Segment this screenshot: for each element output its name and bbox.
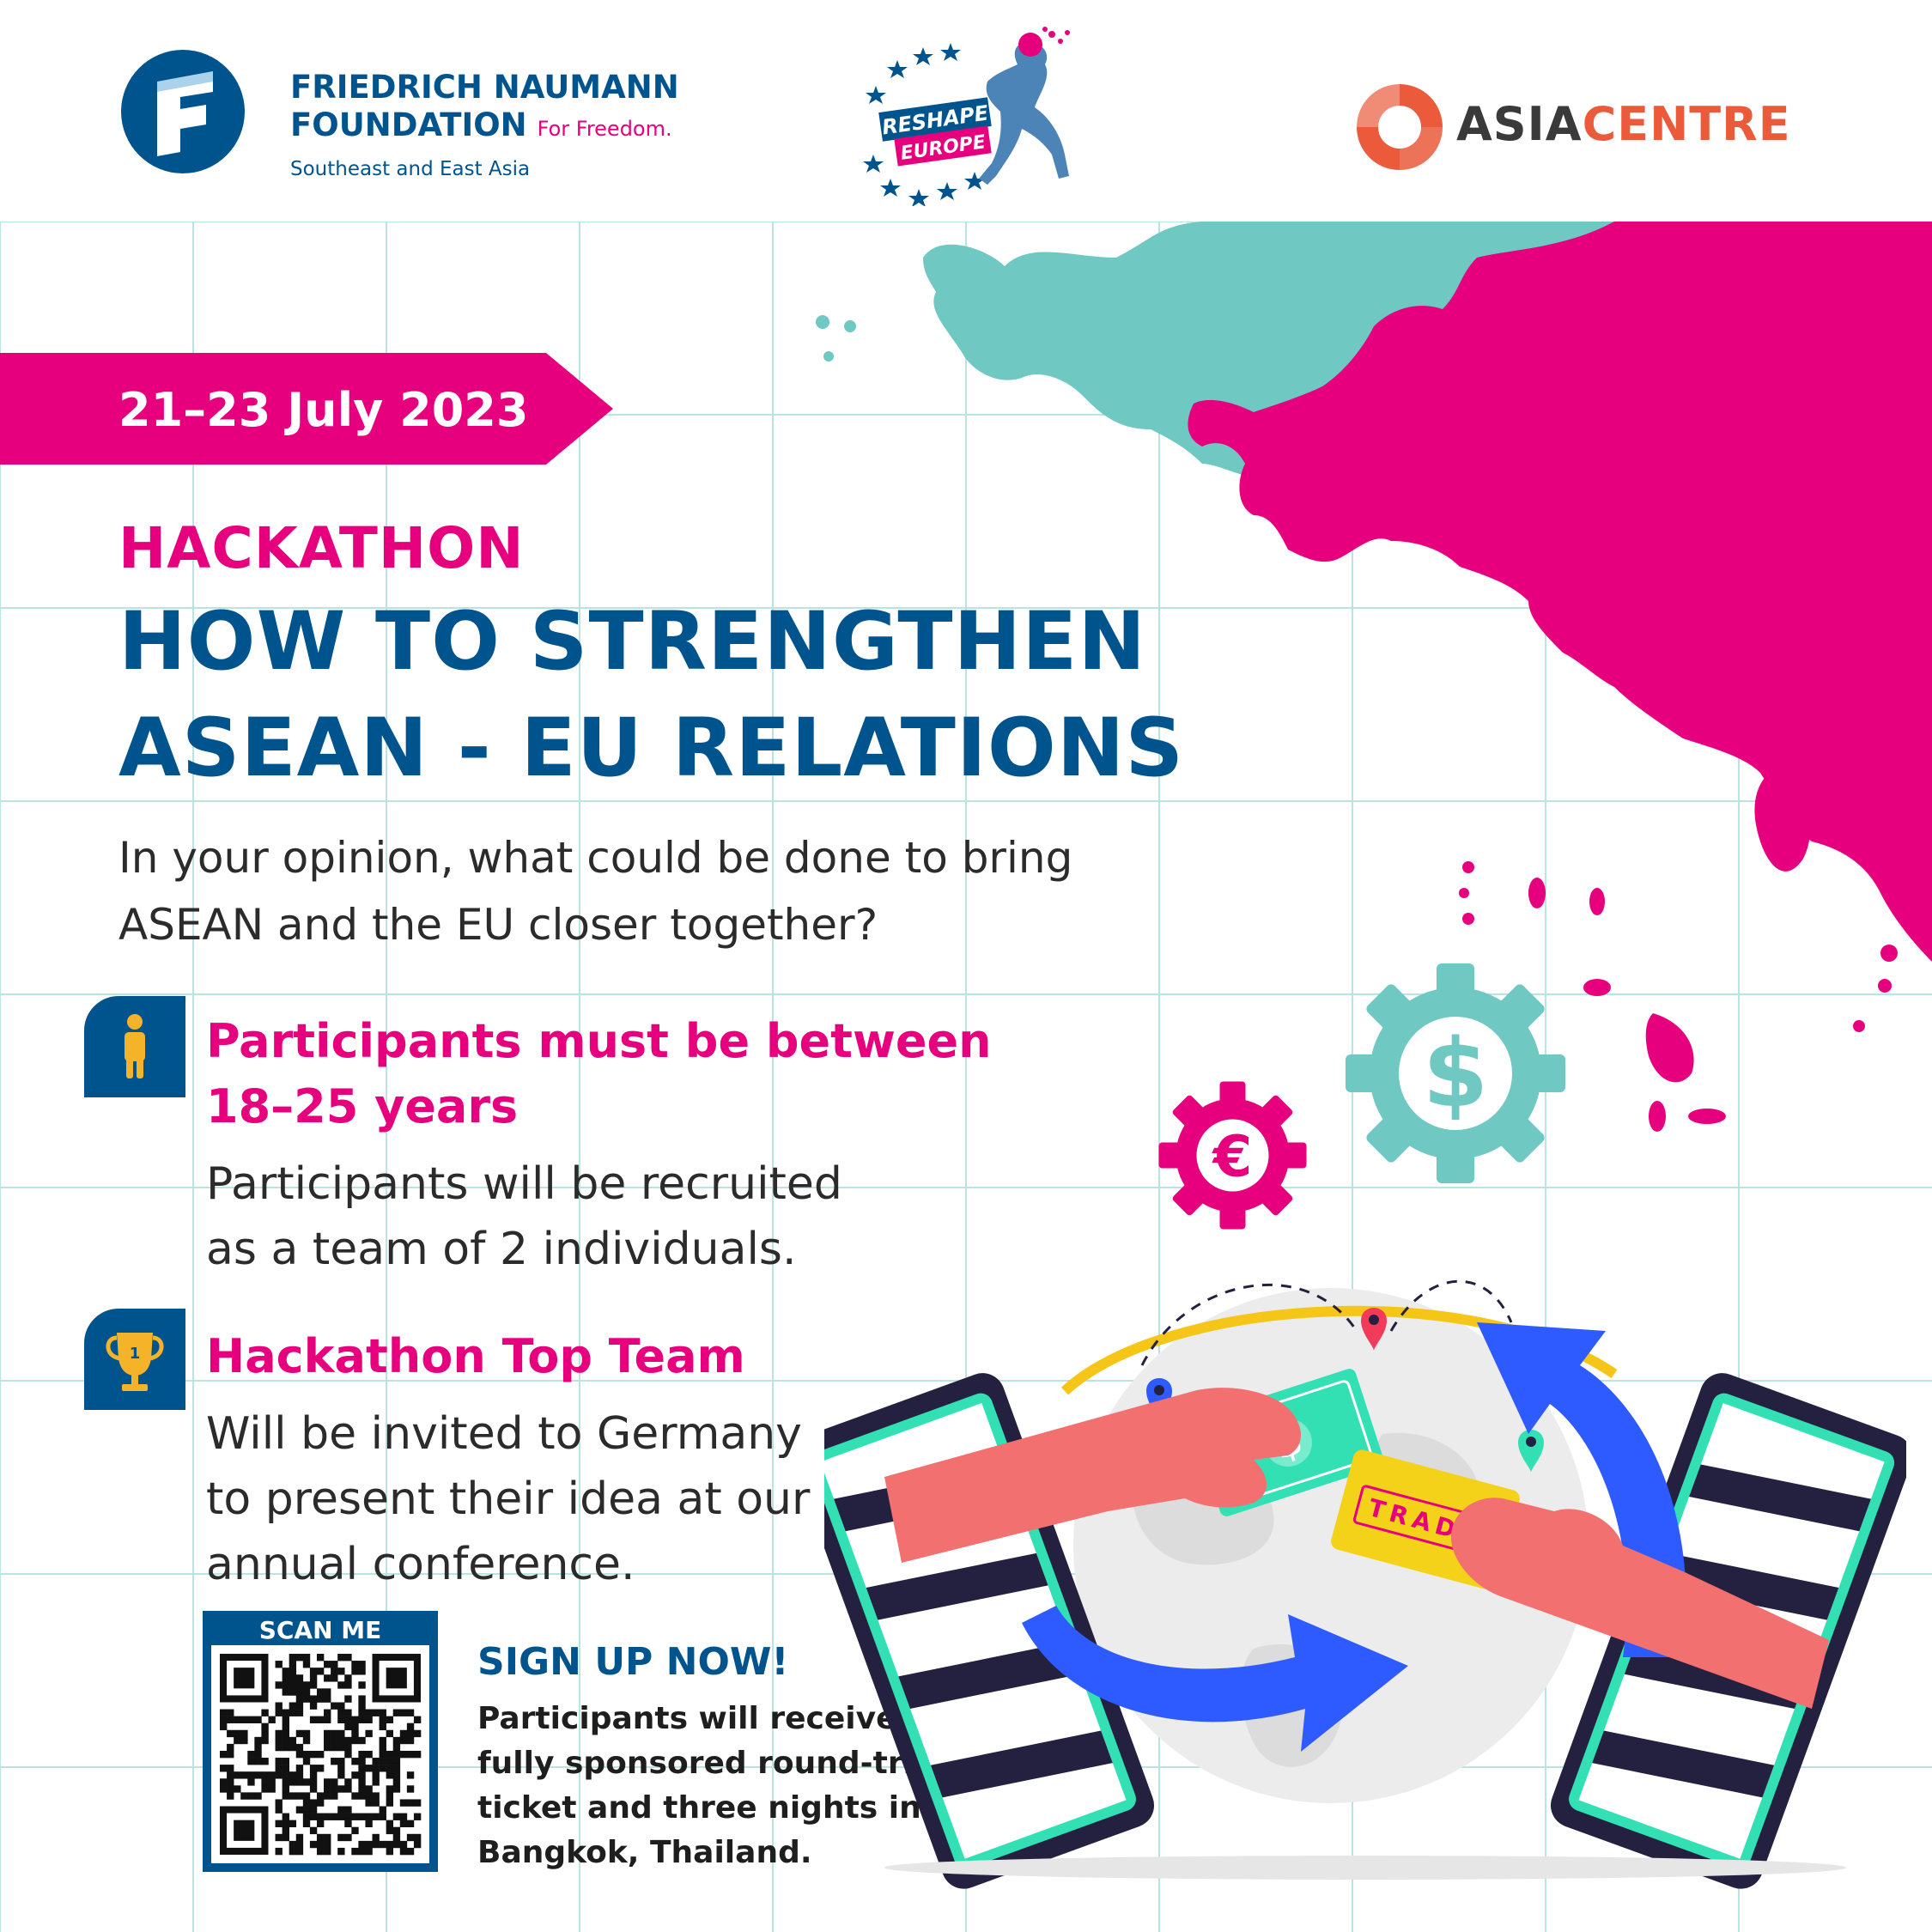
arrow-right-icon <box>1022 1606 1408 1752</box>
euro-gear-icon: € <box>1158 1081 1307 1230</box>
qr-code[interactable] <box>203 1611 438 1872</box>
fnf-logo-icon <box>121 50 245 173</box>
event-title: HOW TO STRENGTHEN ASEAN - EU RELATIONS <box>118 589 1184 802</box>
fnf-name-line1: FRIEDRICH NAUMANN <box>290 69 679 106</box>
fnf-name: FRIEDRICH NAUMANN FOUNDATION For Freedom. <box>290 69 679 148</box>
signup-body-line2: fully sponsored round-trip <box>477 1746 936 1781</box>
dollar-symbol: $ <box>1423 1018 1489 1128</box>
criteria-2-body-line2: to present their idea at our <box>206 1473 811 1525</box>
criteria-2-heading-line1: Hackathon Top Team <box>206 1329 745 1383</box>
criteria-1-body-line1: Participants will be recruited <box>206 1158 842 1210</box>
criteria-badge-2: 1 <box>84 1309 185 1410</box>
trade-illustration: $ TRADE <box>824 1279 1906 1889</box>
fnf-name-line2: FOUNDATION For Freedom. <box>290 106 679 148</box>
criteria-1: Participants must be between 18–25 years… <box>206 1009 992 1282</box>
trophy-icon: 1 <box>106 1333 164 1391</box>
star-ring-icon <box>863 43 985 206</box>
signup-body-line3: ticket and three nights in <box>477 1790 921 1826</box>
asiacentre-wordmark: ASIACENTRE <box>1456 97 1791 151</box>
criteria-2-body-line1: Will be invited to Germany <box>206 1408 802 1460</box>
event-title-line1: HOW TO STRENGTHEN <box>118 595 1147 689</box>
criteria-2-body-line3: annual conference. <box>206 1539 635 1590</box>
criteria-1-body-line2: as a team of 2 individuals. <box>206 1224 797 1275</box>
criteria-badge-1 <box>84 996 185 1097</box>
event-question-line1: In your opinion, what could be done to b… <box>118 833 1073 883</box>
fnf-tagline: For Freedom. <box>537 117 672 141</box>
euro-symbol: € <box>1212 1124 1253 1190</box>
hand-left-icon <box>884 1388 1301 1563</box>
event-kicker: HACKATHON <box>118 515 525 581</box>
event-date: 21–23 July 2023 <box>118 383 529 437</box>
date-banner <box>0 353 613 465</box>
event-title-line2: ASEAN - EU RELATIONS <box>118 702 1185 795</box>
event-question: In your opinion, what could be done to b… <box>118 824 1072 958</box>
signup-body: Participants will receive a fully sponso… <box>477 1697 936 1875</box>
fnf-name-line2-text: FOUNDATION <box>290 106 527 143</box>
event-question-line2: ASEAN and the EU closer together? <box>118 900 878 950</box>
criteria-1-heading-line1: Participants must be between <box>206 1014 992 1068</box>
person-icon <box>125 1014 145 1078</box>
asiacentre-logo-icon <box>1357 84 1443 170</box>
criteria-2: Hackathon Top Team Will be invited to Ge… <box>206 1324 810 1597</box>
hand-right-icon <box>1451 1498 1829 1709</box>
criteria-1-heading-line2: 18–25 years <box>206 1079 519 1133</box>
signup-body-line4: Bangkok, Thailand. <box>477 1835 812 1870</box>
asiacentre-part2: CENTRE <box>1582 97 1791 151</box>
qr-scan-label: SCAN ME <box>258 1616 382 1644</box>
reshape-europe-logo: RESHAPE EUROPE <box>863 27 1070 206</box>
map-pin-icon <box>1146 1308 1544 1473</box>
asiacentre-part1: ASIA <box>1456 97 1583 151</box>
dollar-gear-icon: $ <box>1346 963 1565 1183</box>
signup-body-line1: Participants will receive a <box>477 1701 929 1736</box>
trophy-number: 1 <box>130 1345 141 1363</box>
fnf-region: Southeast and East Asia <box>290 158 531 180</box>
signup-heading[interactable]: SIGN UP NOW! <box>477 1640 789 1684</box>
